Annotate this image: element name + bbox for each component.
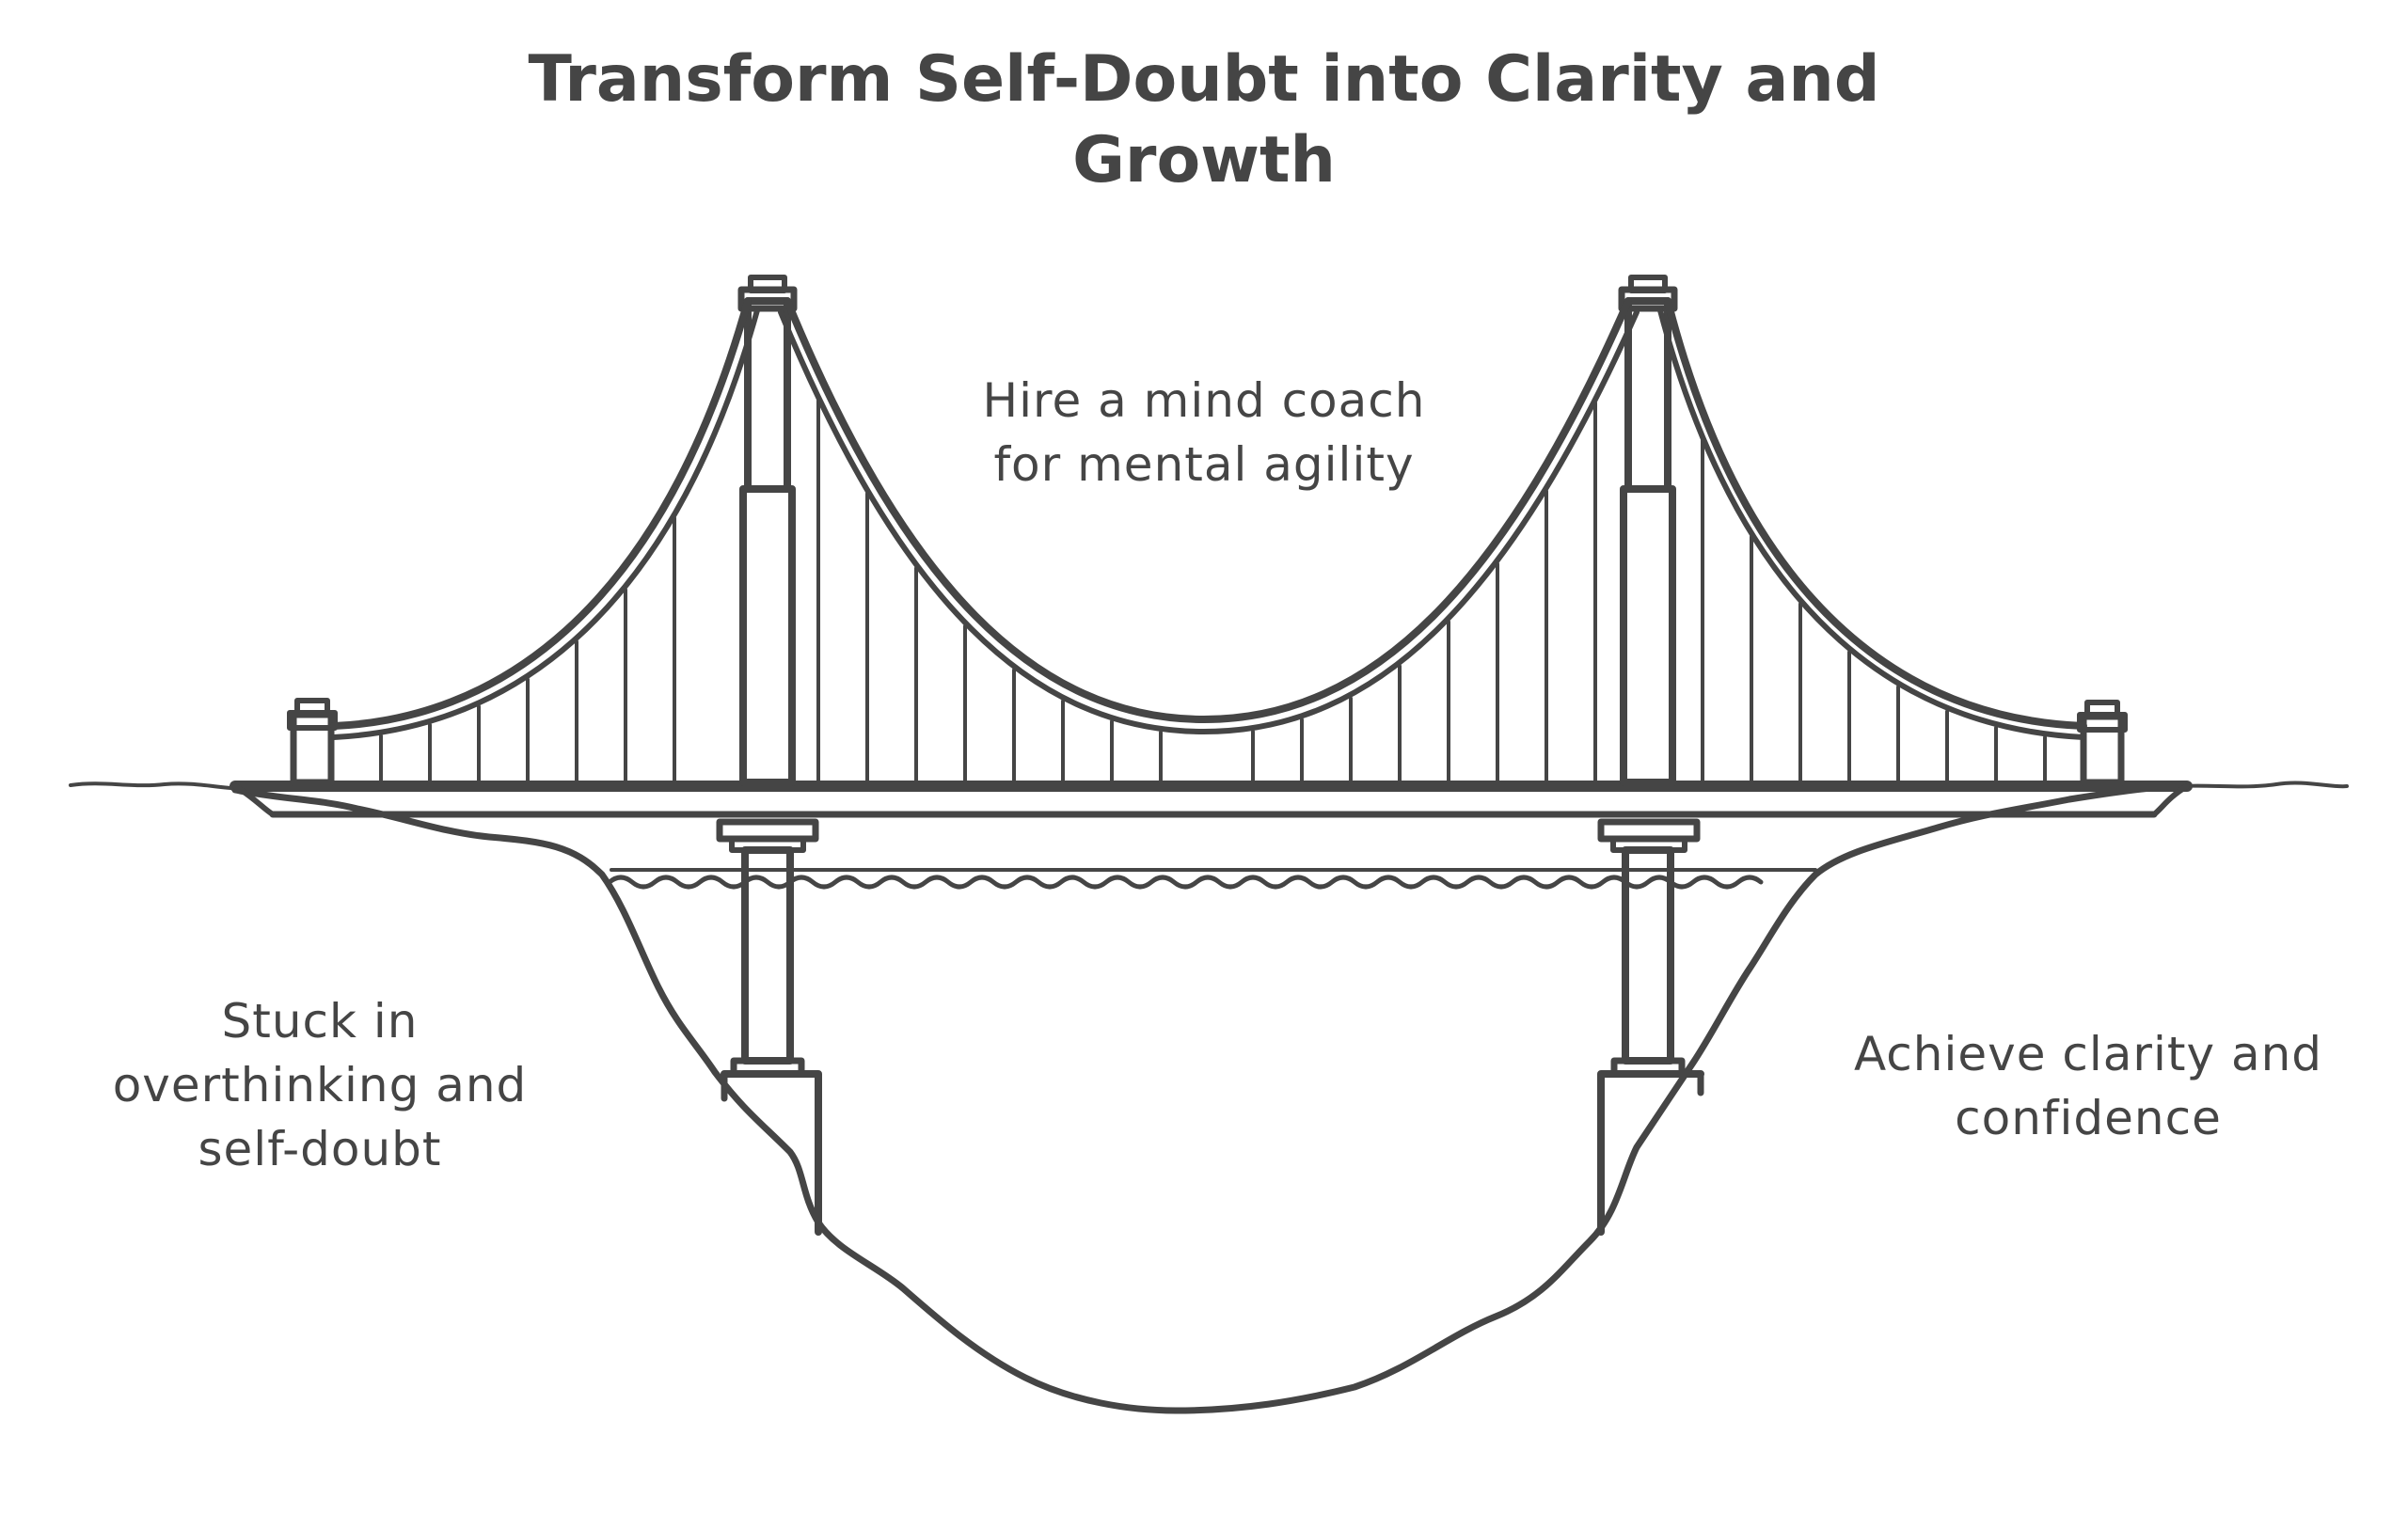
ground-line-right bbox=[2162, 781, 2349, 790]
left-anchor-pier bbox=[287, 698, 338, 786]
ground-line-left bbox=[69, 781, 246, 791]
right-tower bbox=[1597, 275, 1704, 1236]
left-label-line-3: self-doubt bbox=[198, 1122, 442, 1176]
diagram-title: Transform Self-Doubt into Clarity and Gr… bbox=[357, 39, 2051, 201]
bridge-deck-end-left bbox=[232, 783, 276, 817]
title-line-2: Growth bbox=[1072, 123, 1336, 197]
middle-label-line-2: for mental agility bbox=[993, 437, 1415, 492]
suspender-cables bbox=[379, 399, 2047, 782]
middle-label-mind-coach: Hire a mind coach for mental agility bbox=[875, 369, 1533, 497]
left-tower bbox=[716, 275, 822, 1236]
right-label-clarity: Achieve clarity and confidence bbox=[1787, 1022, 2389, 1150]
left-label-line-1: Stuck in bbox=[221, 994, 419, 1049]
right-label-line-2: confidence bbox=[1955, 1091, 2222, 1145]
middle-label-line-1: Hire a mind coach bbox=[982, 373, 1426, 428]
left-label-line-2: overthinking and bbox=[112, 1058, 528, 1112]
right-anchor-pier bbox=[2077, 700, 2128, 786]
left-label-stuck: Stuck in overthinking and self-doubt bbox=[56, 989, 583, 1181]
right-label-line-1: Achieve clarity and bbox=[1853, 1027, 2323, 1081]
water-surface bbox=[607, 875, 1764, 890]
title-line-1: Transform Self-Doubt into Clarity and bbox=[528, 42, 1880, 117]
main-cable bbox=[330, 297, 2087, 740]
gorge-outline bbox=[231, 782, 2177, 1414]
bridge-deck-end-right bbox=[2151, 783, 2190, 817]
